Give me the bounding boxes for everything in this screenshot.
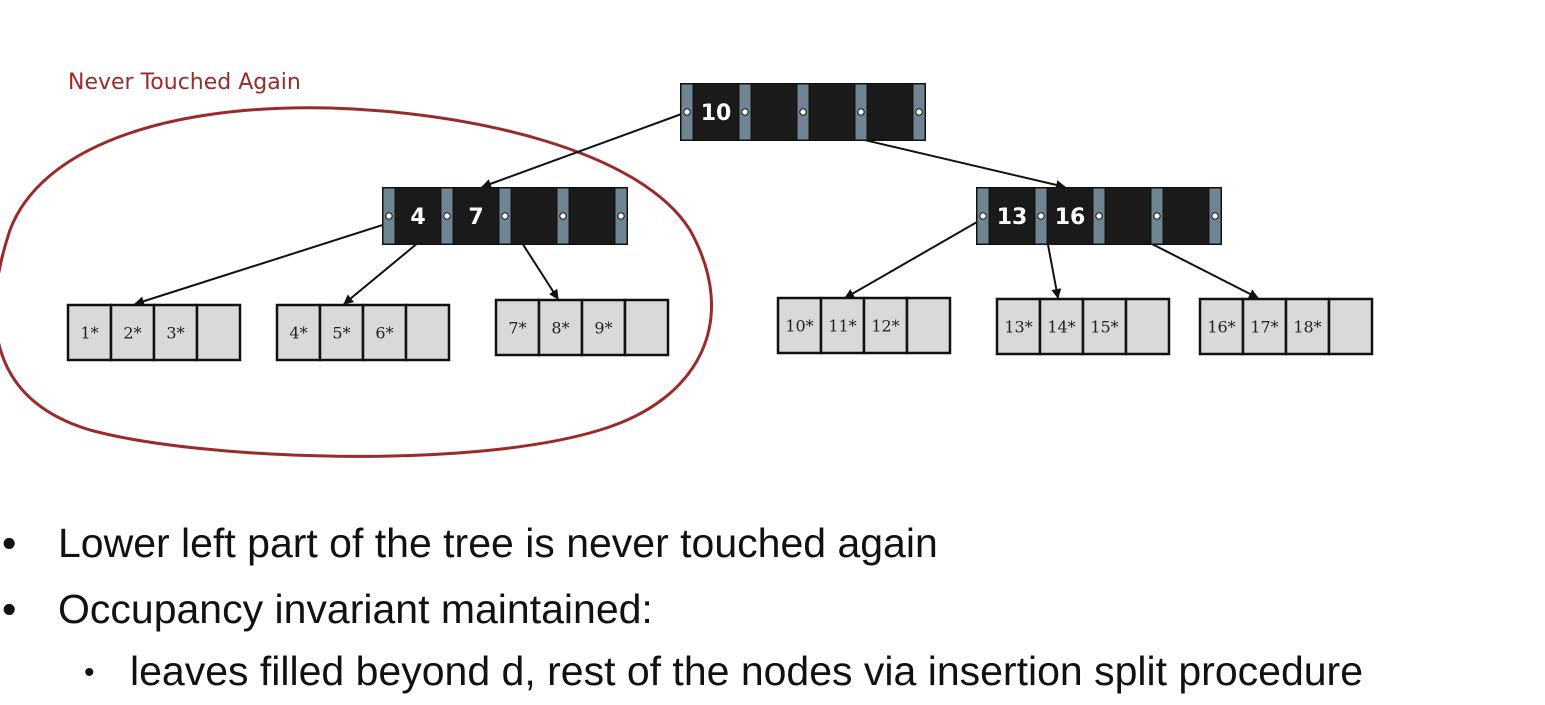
leaf-entry: 17* [1250, 318, 1278, 337]
leaf-entry: 10* [785, 317, 813, 336]
internal-node-right: 13 16 [976, 187, 1222, 245]
pointer-dot [501, 212, 509, 220]
node-key: 4 [410, 205, 425, 230]
leaf-entry: 11* [828, 317, 856, 336]
leaf-entry: 12* [871, 317, 899, 336]
key-slot [1046, 187, 1094, 245]
leaf-node-4: 10* 11* 12* [776, 296, 952, 355]
node-key: 16 [1055, 205, 1086, 230]
pointer-dot [617, 212, 625, 220]
leaf-cell [862, 296, 909, 355]
leaf-node-5: 13* 14* 15* [995, 297, 1171, 356]
leaf-cell [1124, 297, 1171, 356]
sub-bullet-dot: • [84, 656, 95, 689]
key-slot [568, 187, 616, 245]
bullet-dot: • [2, 586, 17, 632]
leaf-entry: 6* [375, 324, 393, 343]
bullet-dot: • [2, 520, 17, 566]
edge-left-leaf1 [134, 222, 390, 307]
pointer-dot [741, 108, 749, 116]
key-slot [750, 83, 798, 141]
key-slot [394, 187, 442, 245]
leaf-node-3: 7* 8* 9* [494, 298, 670, 357]
key-slot [1162, 187, 1210, 245]
never-touched-label: Never Touched Again [68, 70, 301, 95]
pointer-dot [1037, 212, 1045, 220]
leaf-entry: 2* [123, 324, 141, 343]
leaf-entry: 8* [551, 319, 569, 338]
pointer-dot [979, 212, 987, 220]
leaf-entry: 13* [1004, 318, 1032, 337]
pointer-dot [1211, 212, 1219, 220]
leaf-cell [537, 298, 584, 357]
pointer-dot [1153, 212, 1161, 220]
leaf-entry: 15* [1090, 318, 1118, 337]
leaf-cell [404, 303, 451, 362]
leaf-entry: 4* [289, 324, 307, 343]
leaf-cell [1241, 297, 1288, 356]
leaf-entry: 5* [332, 324, 350, 343]
bullet-text-3: leaves filled beyond d, rest of the node… [130, 648, 1364, 694]
key-slot [452, 187, 500, 245]
node-key: 7 [468, 205, 483, 230]
key-slot [988, 187, 1036, 245]
pointer-dot [857, 108, 865, 116]
leaf-entry: 18* [1293, 318, 1321, 337]
leaf-entry: 3* [166, 324, 184, 343]
leaf-nodes: 1*2*3*4*5*6*7*8*9*10*11*12*13*14*15*16*1… [66, 296, 1374, 362]
pointer-dot [559, 212, 567, 220]
key-slot [510, 187, 558, 245]
leaf-entry: 16* [1207, 318, 1235, 337]
leaf-node-1: 1* 2* 3* [66, 303, 242, 362]
leaf-cell [623, 298, 670, 357]
leaf-cell [318, 303, 365, 362]
node-key: 10 [701, 101, 732, 126]
edge-root-left [481, 111, 688, 189]
leaf-cell [1327, 297, 1374, 356]
leaf-cell [195, 303, 242, 362]
pointer-dot [385, 212, 393, 220]
leaf-entry: 9* [594, 319, 612, 338]
leaf-cell [905, 296, 952, 355]
leaf-cell [1038, 297, 1085, 356]
pointer-dot [799, 108, 807, 116]
pointer-dot [1095, 212, 1103, 220]
edge-right-leaf4 [844, 217, 985, 299]
never-touched-ellipse [0, 106, 713, 458]
bullet-text-2: Occupancy invariant maintained: [58, 586, 653, 632]
leaf-entry: 7* [508, 319, 526, 338]
pointer-dot [915, 108, 923, 116]
node-key: 13 [997, 205, 1028, 230]
leaf-entry: 14* [1047, 318, 1075, 337]
pointer-dot [683, 108, 691, 116]
bullet-text-1: Lower left part of the tree is never tou… [58, 520, 938, 566]
pointer-dot [443, 212, 451, 220]
leaf-cell [1081, 297, 1128, 356]
root-node: 10 [680, 83, 926, 141]
leaf-cell [275, 303, 322, 362]
leaf-cell [66, 303, 113, 362]
leaf-node-6: 16* 17* 18* [1198, 297, 1374, 356]
key-slot [866, 83, 914, 141]
leaf-cell [819, 296, 866, 355]
leaf-cell [152, 303, 199, 362]
key-slot [1104, 187, 1152, 245]
key-slot [808, 83, 856, 141]
leaf-cell [776, 296, 823, 355]
leaf-node-2: 4* 5* 6* [275, 303, 451, 362]
leaf-entry: 1* [80, 324, 98, 343]
leaf-cell [361, 303, 408, 362]
